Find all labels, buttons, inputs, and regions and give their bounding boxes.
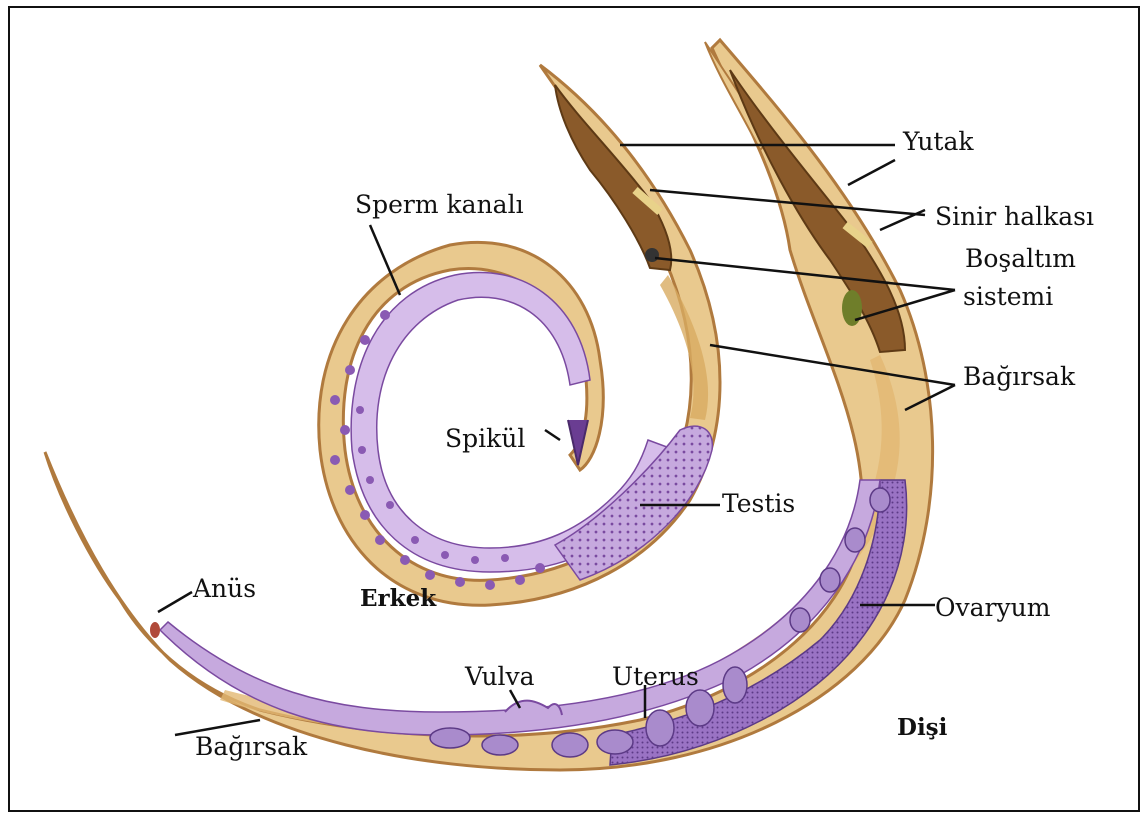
male-pharynx bbox=[555, 85, 671, 270]
label-ovaryum: Ovaryum bbox=[935, 593, 1051, 622]
female-excretory bbox=[842, 290, 862, 326]
label-testis: Testis bbox=[722, 489, 795, 518]
female-anus bbox=[150, 622, 160, 638]
label-yutak: Yutak bbox=[902, 127, 974, 156]
label-bosaltim-1: Boşaltım bbox=[965, 244, 1076, 273]
label-sperm-kanali: Sperm kanalı bbox=[355, 190, 524, 219]
label-bagirsak-right: Bağırsak bbox=[963, 362, 1076, 391]
label-anus: Anüs bbox=[192, 574, 256, 603]
label-erkek: Erkek bbox=[360, 585, 437, 612]
label-spikul: Spikül bbox=[445, 424, 525, 453]
label-sinir-halkasi: Sinir halkası bbox=[935, 202, 1094, 231]
male-excretory bbox=[645, 248, 659, 262]
label-bagirsak-left: Bağırsak bbox=[195, 732, 308, 761]
label-vulva: Vulva bbox=[464, 662, 535, 691]
female-worm bbox=[45, 40, 933, 770]
label-disi: Dişi bbox=[897, 714, 948, 741]
label-uterus: Uterus bbox=[612, 662, 699, 691]
label-bosaltim-2: sistemi bbox=[963, 282, 1053, 311]
